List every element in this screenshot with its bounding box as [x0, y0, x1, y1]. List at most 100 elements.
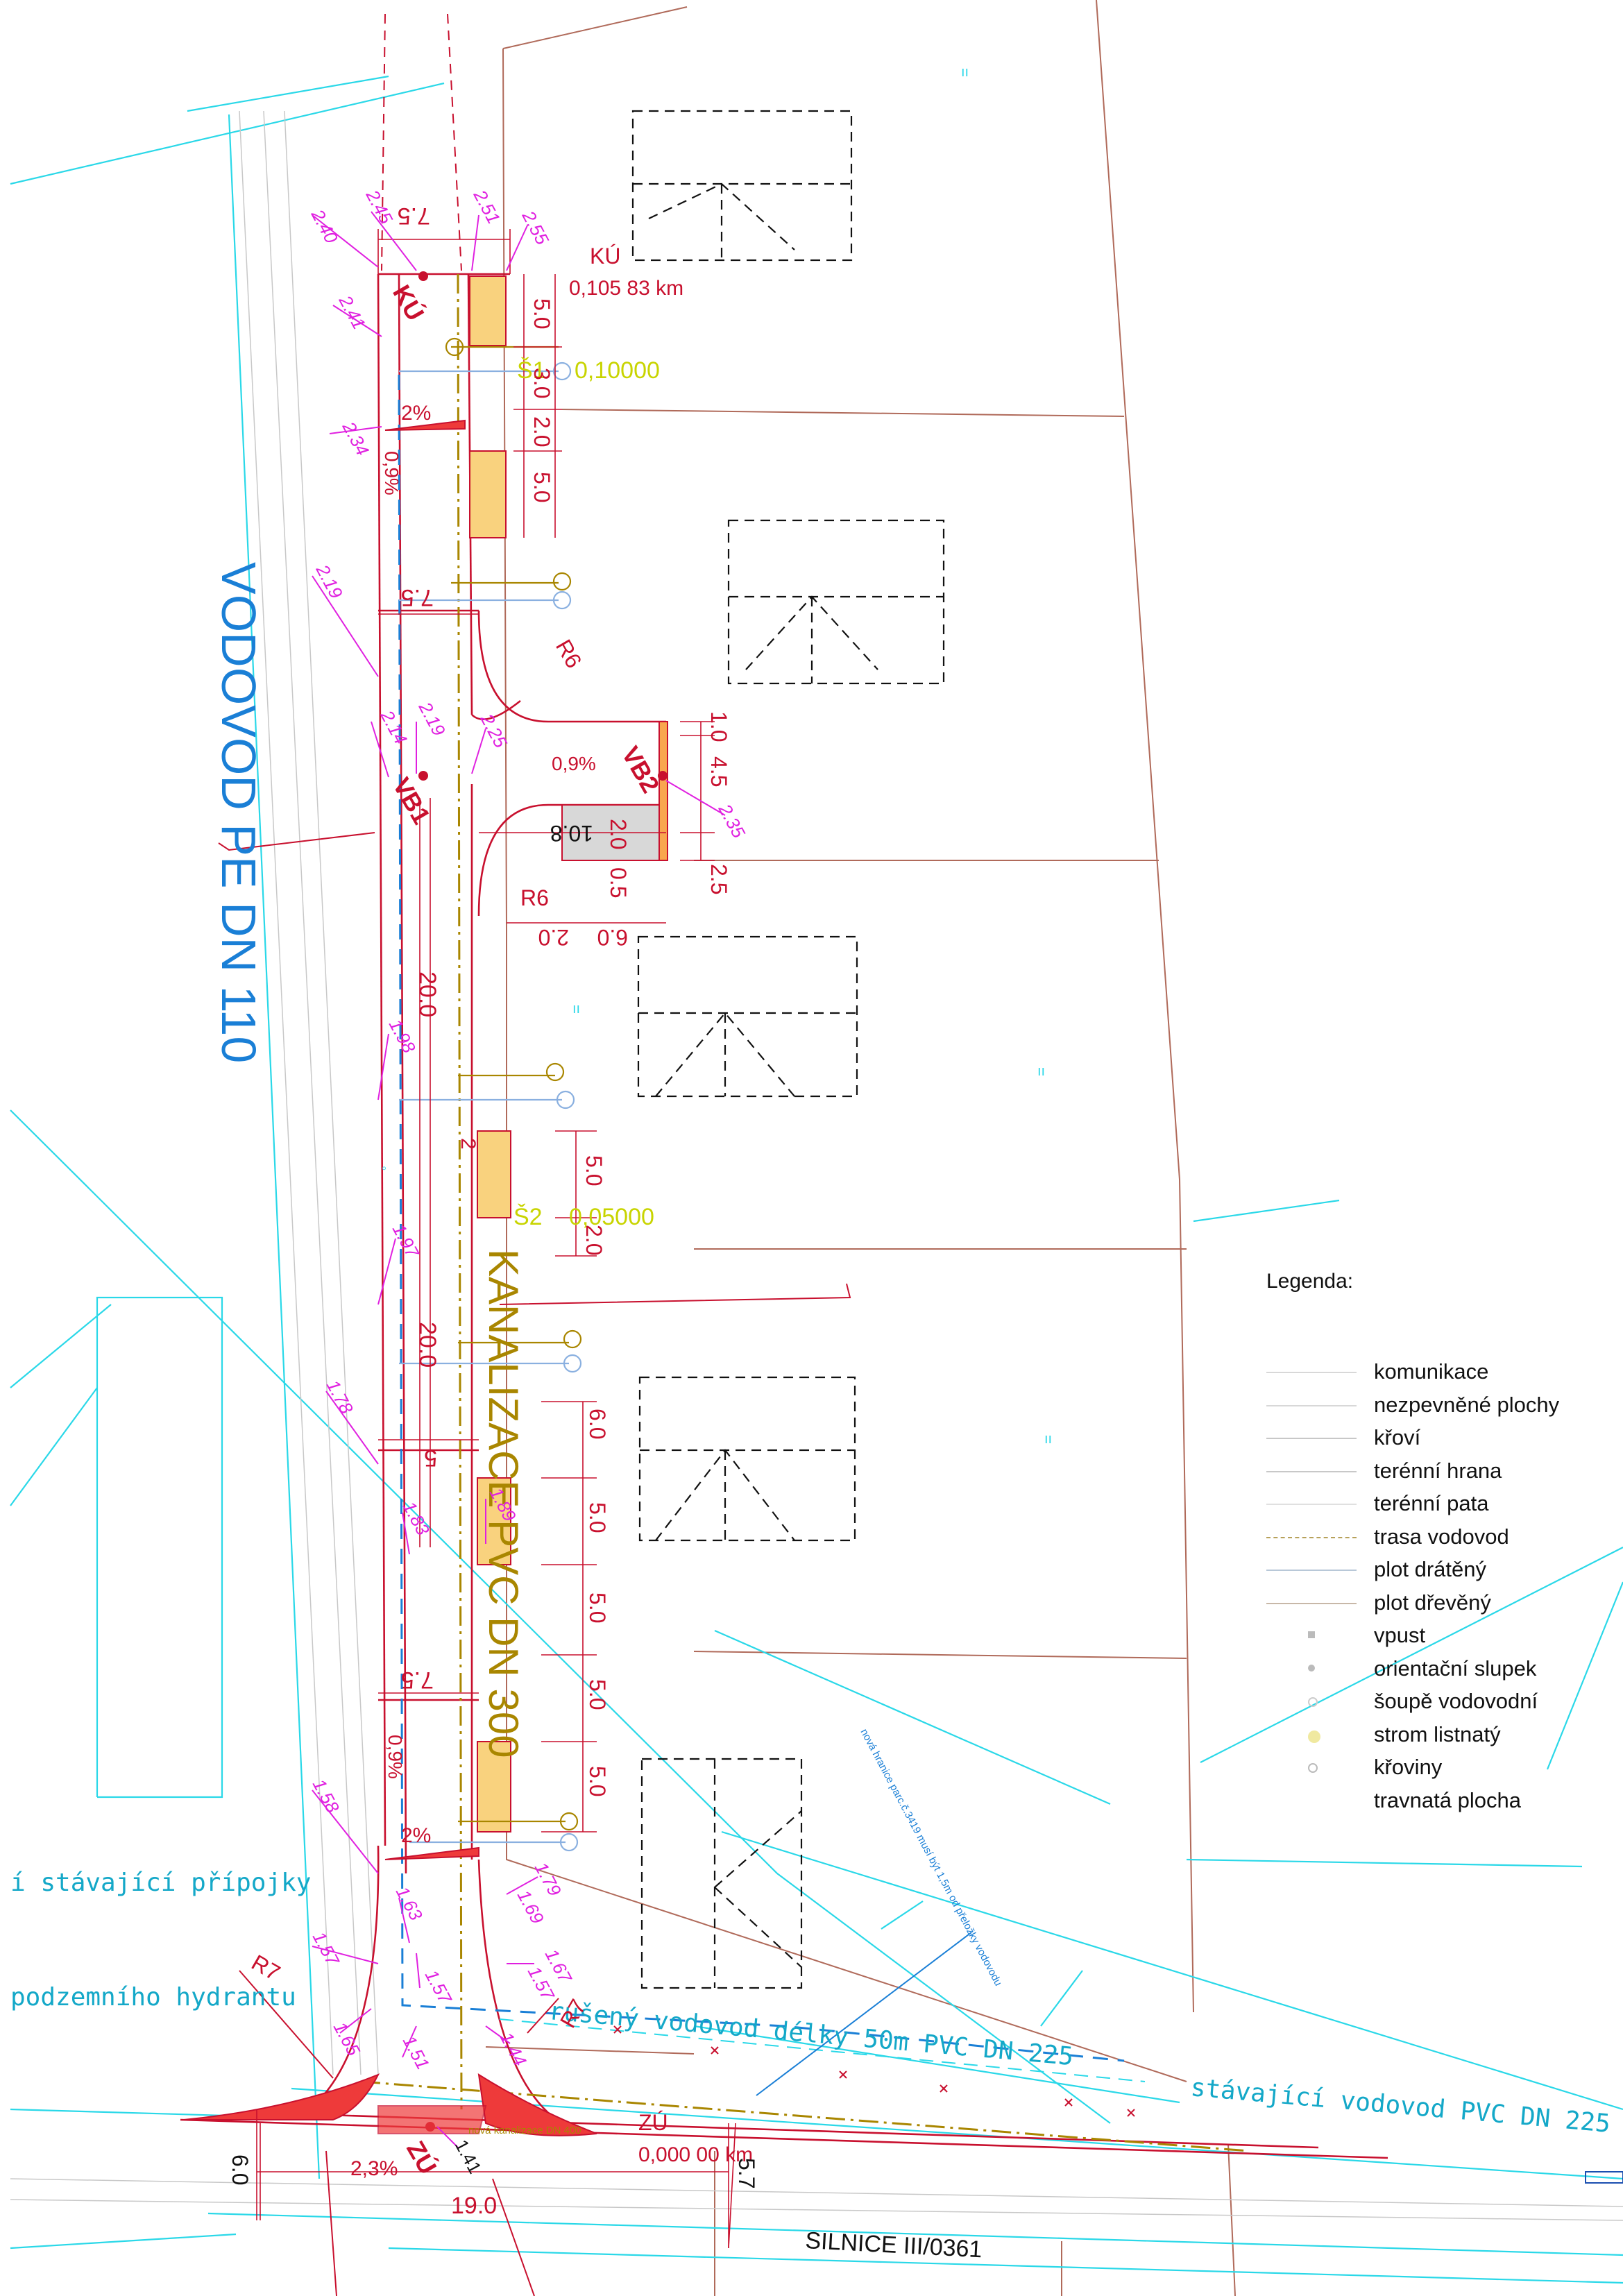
svg-text:ıı: ıı — [572, 1001, 580, 1017]
dim-radius-c: R7 — [248, 1950, 284, 1986]
silnice-label: SILNICE III/0361 — [805, 2227, 983, 2263]
legend-item: orientační slupek — [1266, 1653, 1592, 1685]
legend-label: terénní hrana — [1374, 1458, 1502, 1483]
dim-road-width: 6.0 — [228, 2154, 253, 2185]
dim-mid-park-1: 2.0 — [581, 1225, 606, 1255]
elevation-label: 1.58 — [309, 1776, 343, 1817]
legend-label: křoviny — [1374, 1755, 1443, 1779]
dim-len-20b: 20.0 — [414, 1322, 441, 1368]
elevation-label: 1.63 — [392, 1883, 427, 1924]
legend-label: orientační slupek — [1374, 1656, 1537, 1681]
nova-kanalizace-label: nová kanalizace DN 400 — [468, 2125, 581, 2136]
ku-station-tag: KÚ — [387, 280, 430, 325]
legend-label: trasa vodovod — [1374, 1524, 1509, 1549]
legend-symbol — [1266, 1372, 1357, 1373]
legend-item: vpust — [1266, 1620, 1592, 1652]
legend-symbol — [1266, 1536, 1357, 1540]
zu-value: 0,000 00 km — [638, 2143, 753, 2166]
stavajici-pripojky-label: í stávající přípojky — [10, 1869, 311, 1897]
s1-value: 0,10000 — [575, 357, 660, 384]
legend-label: terénní pata — [1374, 1491, 1489, 1515]
dim-branch-w1: 1.0 — [706, 711, 731, 742]
water-main — [398, 374, 1125, 2062]
legend-item: šoupě vodovodní — [1266, 1686, 1592, 1718]
svg-text:◦: ◦ — [382, 1161, 386, 1176]
dim-branch-offset: 2.0 — [606, 819, 631, 849]
legend-label: plot drátěný — [1374, 1557, 1486, 1581]
dim-top-park-3: 5.0 — [529, 472, 554, 502]
legend-item: strom listnatý — [1266, 1719, 1592, 1751]
elevation-label: 2.51 — [469, 186, 504, 228]
legend-symbol — [1308, 1664, 1315, 1672]
legend-item: plot drátěný — [1266, 1554, 1592, 1586]
dim-top-park-1: 3.0 — [529, 368, 554, 398]
legend-item: křoví — [1266, 1422, 1592, 1454]
dim-branch-length: 10.8 — [550, 821, 593, 846]
svg-text:ıı: ıı — [1044, 1431, 1052, 1447]
legend-label: plot dřevěný — [1374, 1590, 1491, 1615]
elevation-label: 2.40 — [307, 205, 342, 247]
dim-width-mid1: 7.5 — [401, 584, 434, 611]
road-outline-edge — [1585, 2171, 1623, 2184]
existing-edges — [10, 110, 1623, 2221]
legend-label: travnatá plocha — [1374, 1787, 1521, 1812]
dim-width-bottom: 7.5 — [401, 1667, 434, 1693]
slope-junction: 2,3% — [350, 2157, 398, 2180]
pointer-arrows — [218, 832, 851, 2296]
legend-symbol — [1308, 1631, 1315, 1638]
slope-top-cross: 2% — [401, 402, 431, 425]
elevation-label: 2.41 — [334, 291, 370, 333]
house-2 — [727, 519, 945, 685]
parcel-note-arrow — [756, 1932, 972, 2096]
elevation-label: 1.69 — [513, 1887, 548, 1928]
vodovod-label: VODOVOD PE DN 110 — [212, 562, 266, 1063]
abandoned-main — [499, 2018, 1146, 2082]
legend-item: trasa vodovod — [1266, 1522, 1592, 1554]
elevation-label: 2.19 — [414, 698, 450, 740]
elevation-label: 1.97 — [389, 1221, 424, 1262]
house-3 — [637, 935, 858, 1098]
legend-symbol — [1266, 1470, 1357, 1472]
legend-label: nezpevněné plochy — [1374, 1392, 1560, 1417]
elevation-label: 2.19 — [312, 561, 347, 602]
vb1-label: VB1 — [387, 773, 436, 829]
house-4 — [638, 1376, 856, 1542]
dim-base-length: 19.0 — [451, 2193, 497, 2219]
junction-fill — [183, 419, 597, 2136]
text-labels: VODOVOD PE DN 110 KANALIZACE PVC DN 300 … — [10, 203, 1611, 2263]
vb2-label: VB2 — [616, 742, 665, 798]
parcel-boundaries — [485, 0, 1236, 2296]
elevation-label: 2.34 — [338, 418, 373, 459]
dim-low-park-1: 5.0 — [585, 1502, 610, 1533]
dim-low-park-2: 5.0 — [585, 1592, 610, 1623]
legend-item: terénní hrana — [1266, 1456, 1592, 1488]
dim-radius-b: R6 — [520, 885, 549, 910]
kanalizace-label: KANALIZACE PVC DN 300 — [480, 1249, 527, 1758]
legend-item: plot dřevěný — [1266, 1588, 1592, 1619]
parking-spaces — [469, 275, 668, 1832]
legend-symbol — [1308, 1697, 1318, 1707]
dim-low-park-0: 6.0 — [585, 1409, 610, 1439]
new-road — [180, 273, 1388, 2159]
elevation-label: 2.45 — [362, 186, 397, 228]
elevation-label: 2.14 — [376, 706, 411, 748]
legend-symbol — [1266, 1801, 1357, 1802]
house-5 — [640, 1758, 803, 1989]
s1-label: Š1 — [517, 357, 546, 384]
legend-label: komunikace — [1374, 1359, 1489, 1384]
house-1 — [631, 110, 853, 262]
elevation-label: 1.57 — [309, 1928, 344, 1970]
legend-item: nezpevněné plochy — [1266, 1390, 1592, 1422]
dim-width-mid2: 5 — [424, 1445, 437, 1471]
nova-hranice-note: nová hranice parc.č.3419 musí být 1,5m o… — [858, 1727, 1004, 1988]
legend-symbol — [1266, 1438, 1357, 1439]
legend-symbol — [1266, 1602, 1357, 1604]
elevation-leaders — [312, 211, 726, 2148]
dimension-lines — [256, 229, 736, 2249]
s2-value: 0,05000 — [569, 1204, 654, 1230]
elevation-label: 1.41 — [451, 2136, 486, 2177]
dim-top-park-2: 2.0 — [529, 416, 554, 447]
elevation-label: 1.98 — [385, 1016, 420, 1057]
slope-top-long: 0,9% — [381, 451, 402, 495]
